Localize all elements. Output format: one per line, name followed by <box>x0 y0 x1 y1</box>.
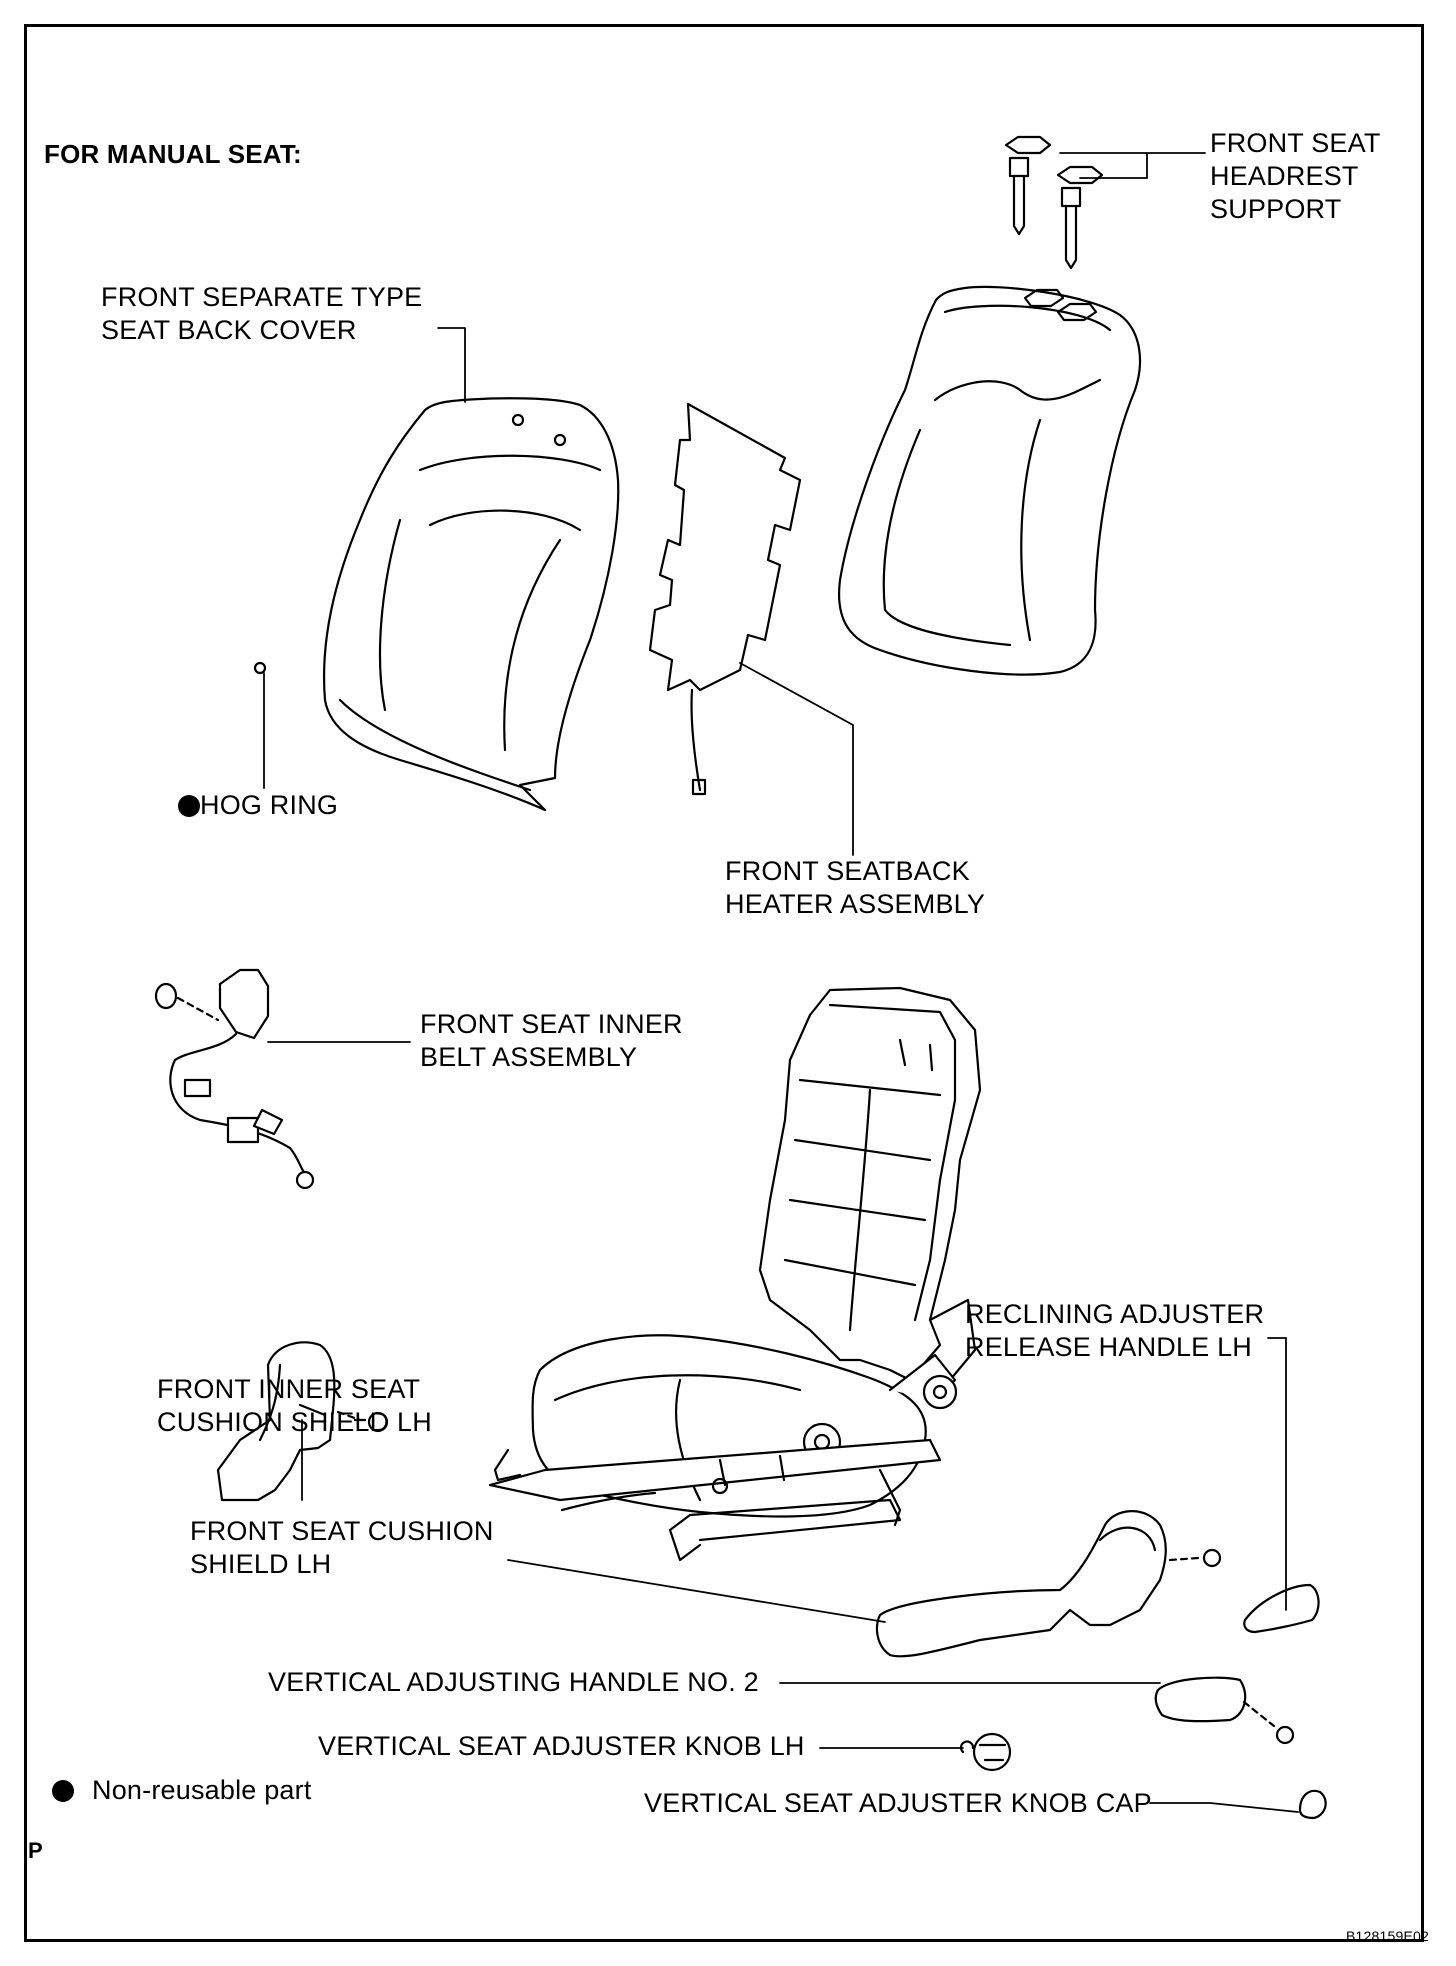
label-adjuster-knob: VERTICAL SEAT ADJUSTER KNOB LH <box>318 1731 805 1761</box>
label-headrest-support: FRONT SEAT HEADREST SUPPORT <box>1210 128 1381 224</box>
legend-non-reusable-text: Non-reusable part <box>92 1775 312 1805</box>
label-vertical-handle-no2: VERTICAL ADJUSTING HANDLE NO. 2 <box>268 1667 759 1697</box>
label-hog-ring: HOG RING <box>200 790 339 820</box>
knob-cap-drawing <box>1298 1789 1327 1820</box>
inner-cushion-shield-drawing <box>216 1341 389 1502</box>
seat-frame-drawing <box>488 986 982 1562</box>
adjuster-knob-drawing <box>959 1732 1012 1772</box>
reclining-handle-drawing <box>1243 1583 1320 1634</box>
label-seat-back-cover: FRONT SEPARATE TYPE SEAT BACK COVER <box>101 282 423 345</box>
seatback-heater-drawing <box>648 402 802 796</box>
hog-ring-drawing <box>253 661 267 675</box>
legend-non-reusable-icon <box>52 1780 74 1802</box>
label-inner-cushion-shield: FRONT INNER SEAT CUSHION SHIELD LH <box>157 1374 432 1437</box>
label-inner-belt: FRONT SEAT INNER BELT ASSEMBLY <box>420 1009 683 1072</box>
leader-lines <box>263 152 1299 1813</box>
label-cushion-shield: FRONT SEAT CUSHION SHIELD LH <box>190 1516 494 1579</box>
cushion-shield-drawing <box>875 1510 1222 1658</box>
seat-back-assembly-drawing <box>837 285 1142 676</box>
vertical-handle-drawing <box>1154 1676 1295 1745</box>
headrest-support-drawing <box>1004 135 1104 270</box>
inner-belt-drawing <box>154 968 315 1190</box>
seat-back-cover-drawing <box>322 397 620 812</box>
figure-code: B128159E02 <box>1346 1928 1429 1944</box>
label-seatback-heater: FRONT SEATBACK HEATER ASSEMBLY <box>725 856 986 919</box>
label-reclining-handle: RECLINING ADJUSTER RELEASE HANDLE LH <box>965 1299 1265 1362</box>
non-reusable-marker-icon <box>178 795 200 817</box>
label-adjuster-knob-cap: VERTICAL SEAT ADJUSTER KNOB CAP <box>644 1788 1152 1818</box>
corner-mark: P <box>28 1838 43 1863</box>
diagram-heading: FOR MANUAL SEAT: <box>44 139 302 169</box>
diagram-frame <box>24 24 1424 1942</box>
